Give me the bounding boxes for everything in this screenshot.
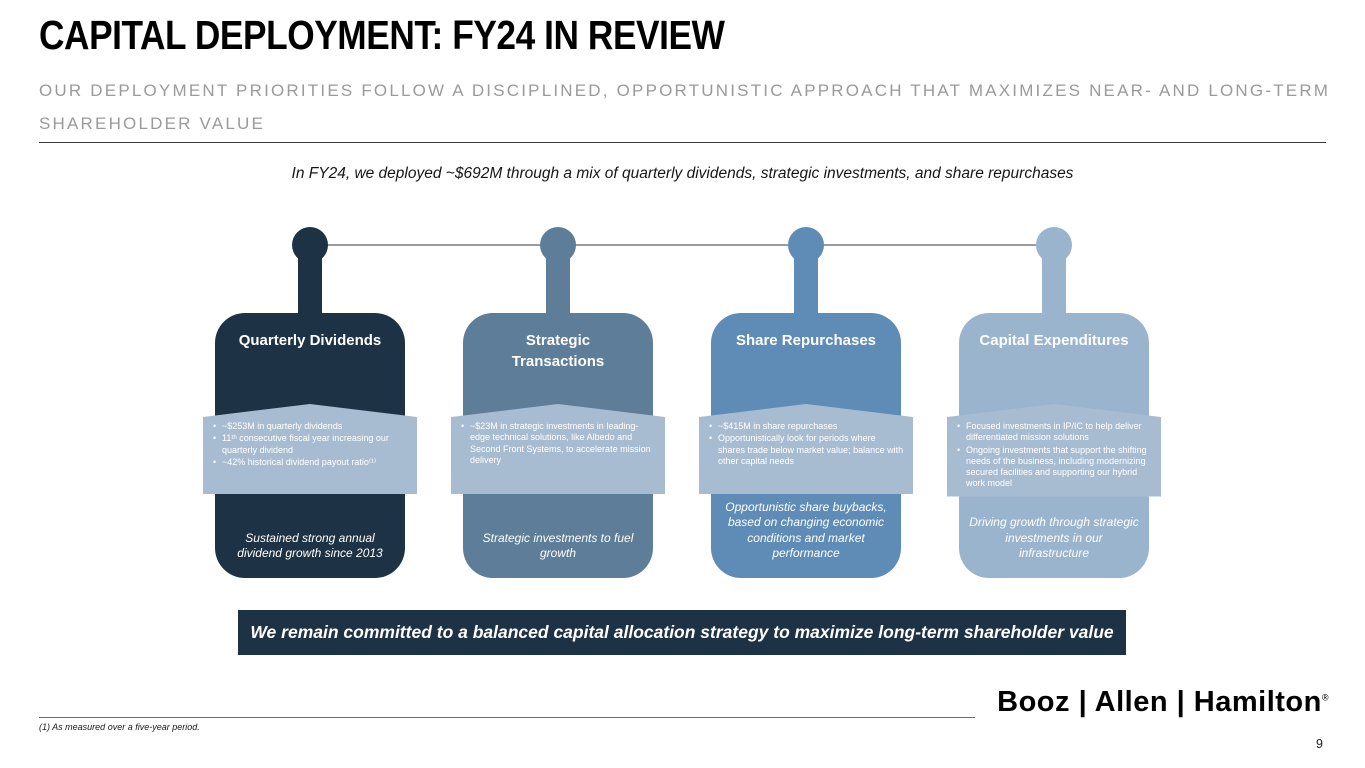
node-circle: [1036, 227, 1072, 263]
card-title: Strategic Transactions: [511, 332, 605, 370]
slide-subtitle: OUR DEPLOYMENT PRIORITIES FOLLOW A DISCI…: [39, 81, 1331, 134]
bullet-item: Opportunistically look for periods where…: [708, 433, 904, 467]
bottom-banner: We remain committed to a balanced capita…: [238, 610, 1126, 655]
bullet-list: Focused investments in IP/IC to help del…: [956, 421, 1152, 490]
card-title: Share Repurchases: [735, 332, 877, 349]
card-title: Quarterly Dividends: [238, 332, 382, 349]
bullet-list: ~$23M in strategic investments in leadin…: [460, 421, 656, 466]
footnote: (1) As measured over a five-year period.: [39, 722, 200, 732]
card-summary: Strategic investments to fuel growth: [482, 530, 634, 561]
connector-line: [310, 244, 1054, 246]
bullet-band: ~$415M in share repurchases Opportunisti…: [699, 404, 913, 494]
bullet-item: ~$415M in share repurchases: [708, 421, 904, 433]
page-title: CAPITAL DEPLOYMENT: FY24 IN REVIEW: [39, 12, 725, 58]
bullet-item: Focused investments in IP/IC to help del…: [956, 421, 1152, 444]
bullet-item: ~$23M in strategic investments in leadin…: [460, 421, 656, 466]
bullet-band: Focused investments in IP/IC to help del…: [947, 404, 1161, 497]
registered-mark: ®: [1321, 692, 1329, 703]
booz-allen-hamilton-logo: Booz | Allen | Hamilton®: [997, 686, 1329, 719]
bullet-item: Ongoing investments that support the shi…: [956, 445, 1152, 490]
column-strategic-transactions: Strategic Transactions Strategic investm…: [451, 227, 665, 587]
card-summary: Driving growth through strategic investm…: [969, 515, 1139, 561]
column-capital-expenditures: Capital Expenditures Driving growth thro…: [947, 227, 1161, 587]
title-divider: [39, 142, 1326, 143]
bullet-band: ~$253M in quarterly dividends 11ᵗʰ conse…: [203, 404, 417, 494]
page-number: 9: [1316, 737, 1323, 751]
bullet-list: ~$415M in share repurchases Opportunisti…: [708, 421, 904, 467]
logo-text: Booz | Allen | Hamilton: [997, 686, 1322, 718]
card-title: Capital Expenditures: [979, 332, 1129, 349]
card-summary: Sustained strong annual dividend growth …: [237, 530, 383, 561]
card-summary: Opportunistic share buybacks, based on c…: [725, 499, 887, 561]
intro-text: In FY24, we deployed ~$692M through a mi…: [291, 165, 1074, 182]
node-circle: [788, 227, 824, 263]
footer-divider: [39, 717, 975, 718]
node-circle: [292, 227, 328, 263]
bullet-item: ~$253M in quarterly dividends: [212, 421, 408, 433]
node-circle: [540, 227, 576, 263]
bullet-item: ~42% historical dividend payout ratio⁽¹⁾: [212, 457, 408, 469]
column-quarterly-dividends: Quarterly Dividends Sustained strong ann…: [203, 227, 417, 587]
bullet-item: 11ᵗʰ consecutive fiscal year increasing …: [212, 433, 408, 456]
bullet-list: ~$253M in quarterly dividends 11ᵗʰ conse…: [212, 421, 408, 468]
bullet-band: ~$23M in strategic investments in leadin…: [451, 404, 665, 494]
column-share-repurchases: Share Repurchases Opportunistic share bu…: [699, 227, 913, 587]
